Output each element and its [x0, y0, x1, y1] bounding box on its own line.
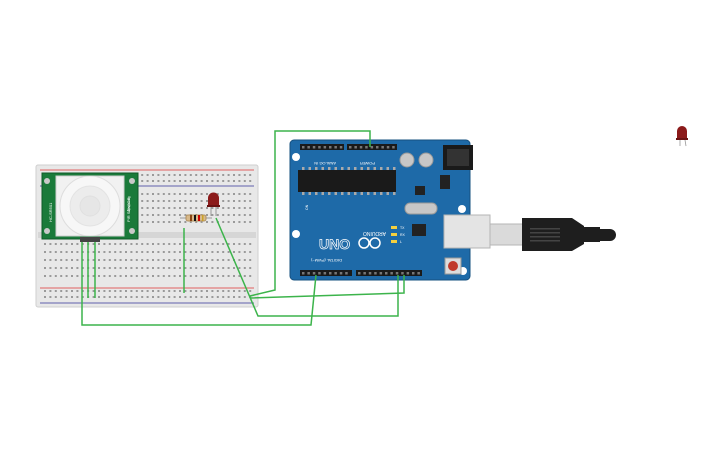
wire-pir-out — [81, 242, 317, 326]
uno-model-label: UNO — [319, 236, 350, 252]
header-pins — [302, 146, 420, 275]
analog-in-label: ANALOG IN — [314, 161, 336, 166]
on-label: ON — [305, 204, 309, 210]
pir-label-right: PIR SENSOR — [126, 197, 131, 222]
pir-sensor[interactable]: HC-SR501 PIR SENSOR Sensitivity — [41, 172, 139, 242]
pir-label-left: HC-SR501 — [48, 202, 53, 222]
tx-label: TX — [400, 226, 405, 230]
wire-gnd-rail — [249, 275, 405, 299]
red-led[interactable] — [207, 192, 220, 217]
wire-led-cathode — [215, 217, 399, 317]
wire-led-anode — [249, 130, 371, 297]
usb-b-cable[interactable] — [443, 214, 616, 251]
arduino-logo — [358, 237, 381, 249]
arduino-brand-label: ARDUINO — [363, 230, 386, 236]
pir-label-sensitivity: Sensitivity — [127, 196, 131, 212]
rx-label: RX — [400, 233, 406, 237]
power-label: POWER — [360, 161, 375, 166]
chip-pins — [302, 167, 396, 195]
l-label: L — [400, 240, 402, 244]
digital-pwm-label: DIGITAL (PWM~) — [310, 258, 342, 263]
palette-red-led[interactable] — [676, 126, 688, 147]
arduino-uno-board[interactable]: TX RX L UNO ARDUINO POWER ANALOG IN DIGI… — [289, 139, 473, 281]
wires[interactable] — [81, 130, 405, 326]
resistor[interactable] — [180, 214, 212, 222]
